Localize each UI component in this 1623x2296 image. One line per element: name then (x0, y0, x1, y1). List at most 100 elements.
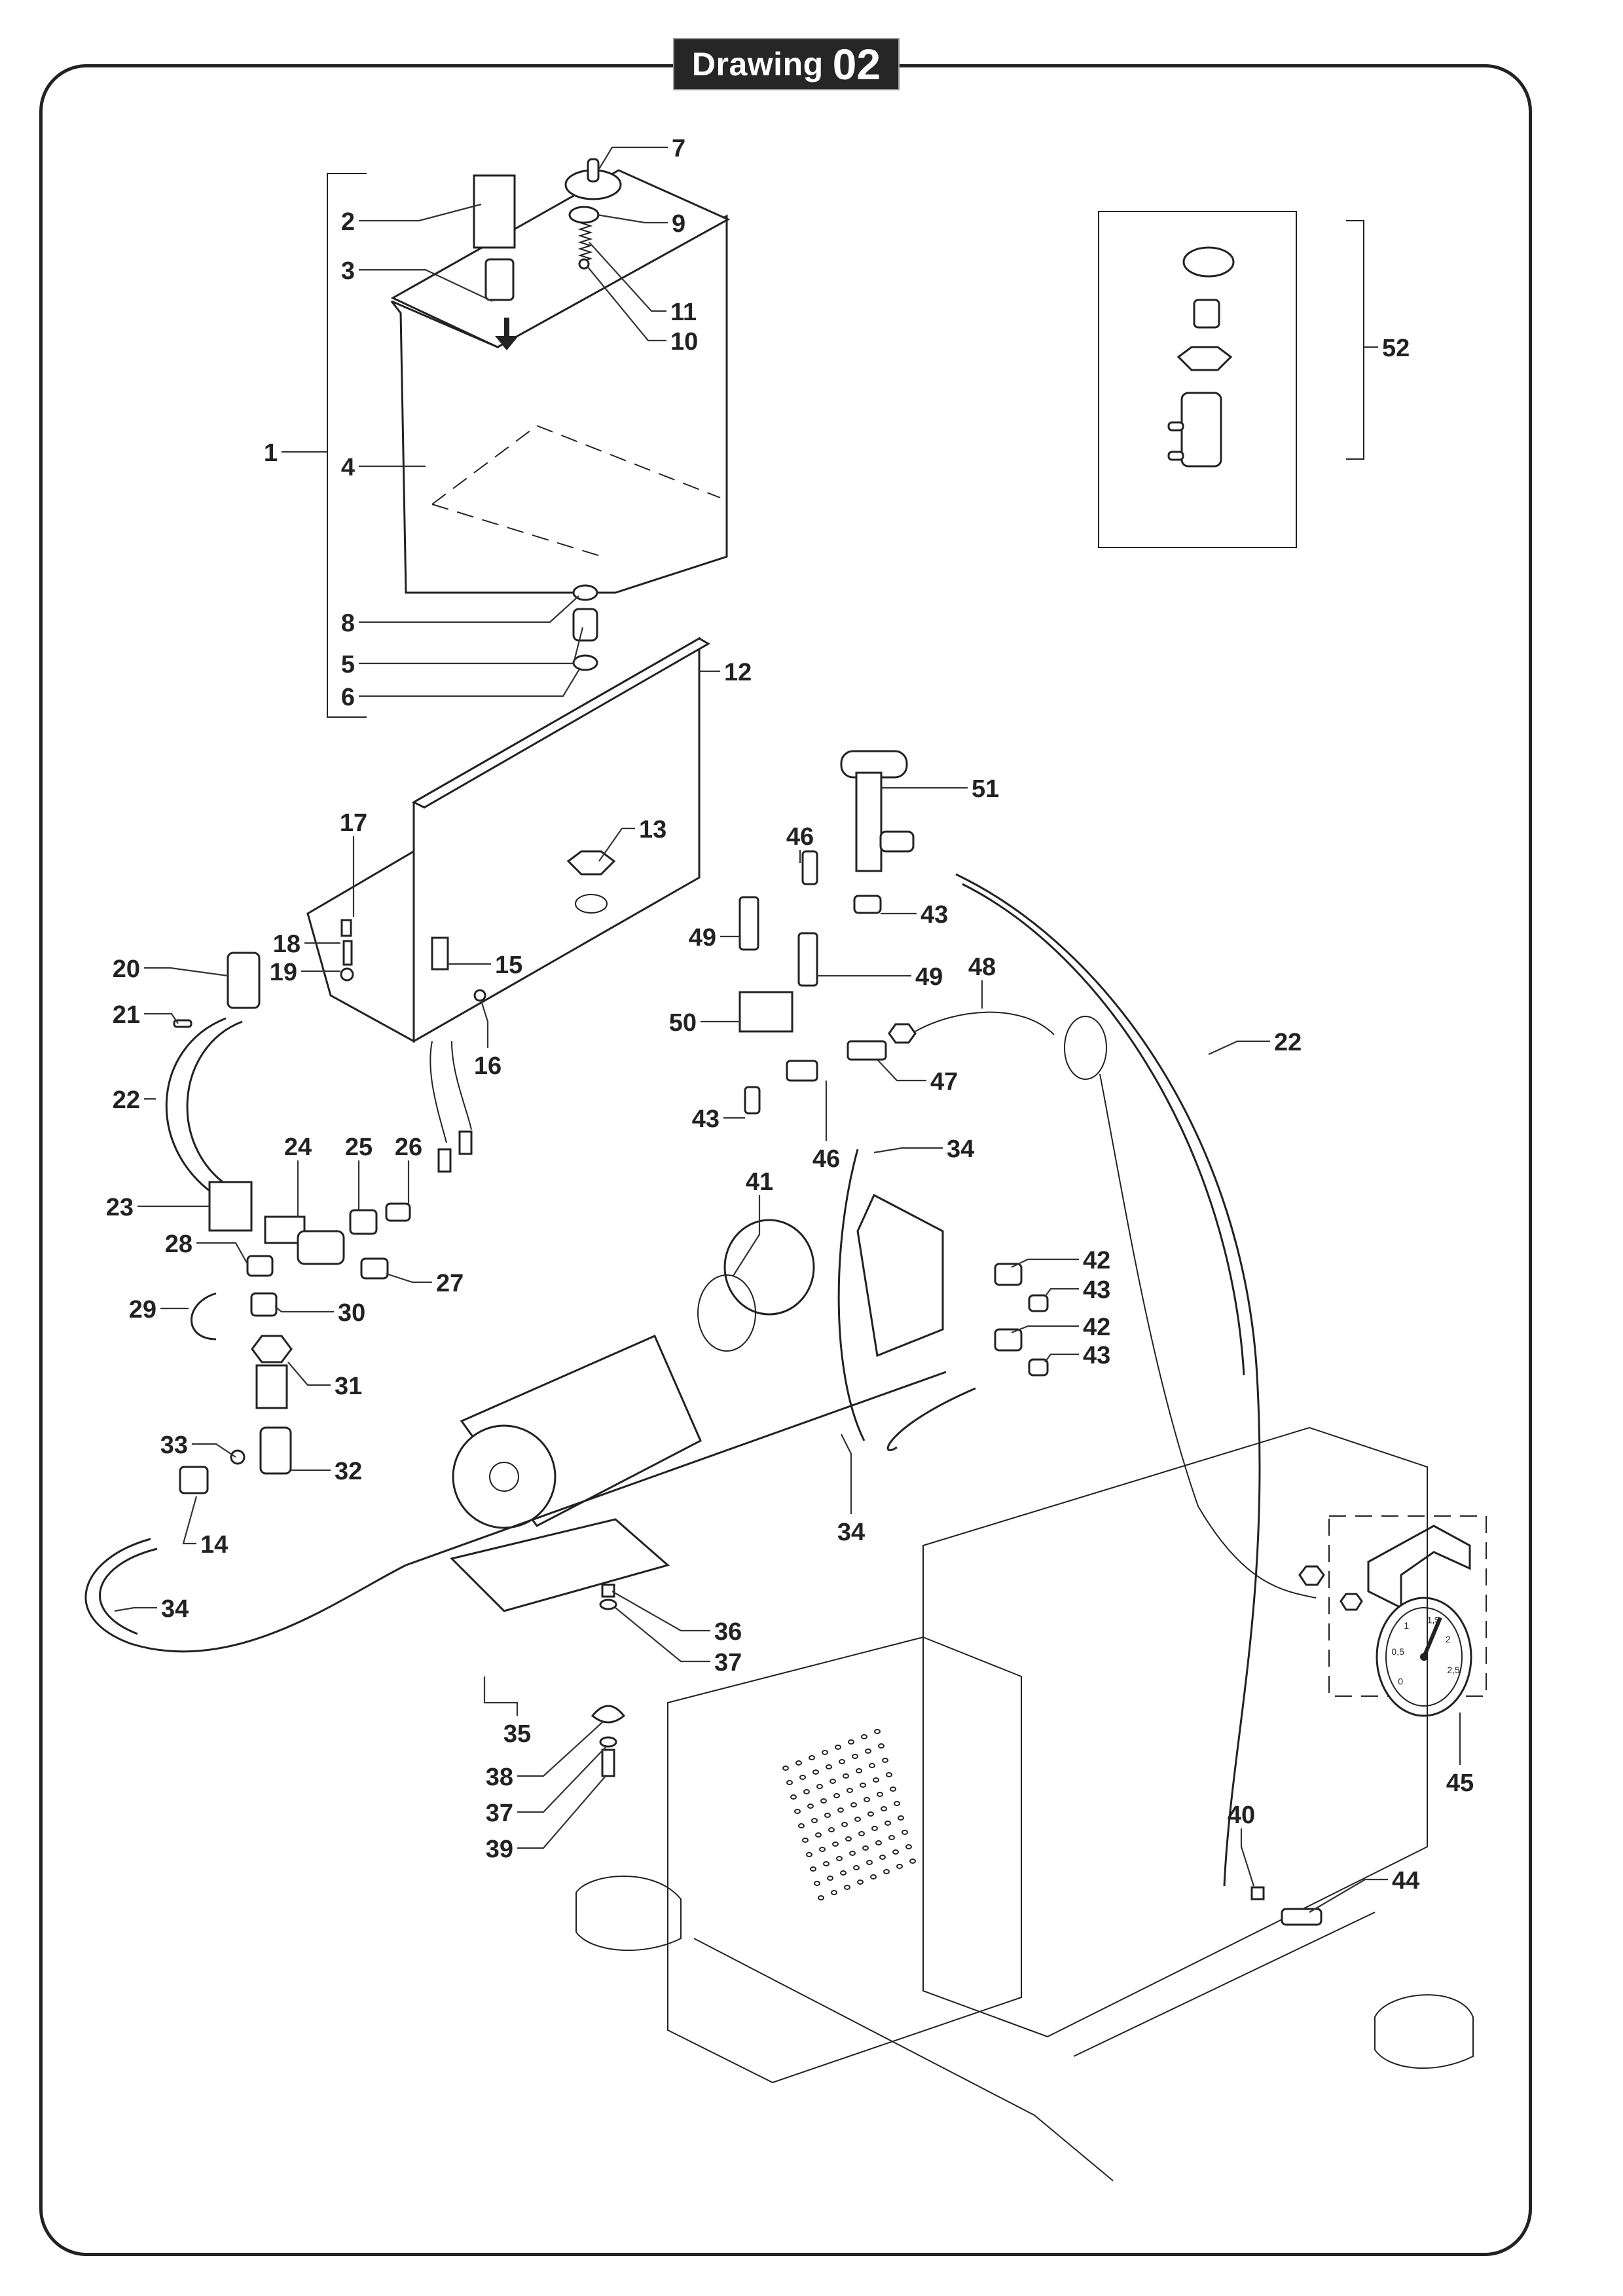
hose-part-34-left (84, 1538, 407, 1653)
locknut-part-31 (251, 1335, 293, 1363)
callout-43: 43 (881, 901, 948, 929)
inset-barb-lower (1167, 451, 1184, 461)
washer-part-19 (340, 967, 354, 982)
perforation-hole (877, 1792, 883, 1797)
gauge-nut (1298, 1565, 1325, 1586)
callout-51: 51 (881, 775, 999, 803)
gauge-scale-label: 2 (1446, 1634, 1451, 1644)
callout-12: 12 (699, 659, 752, 686)
callout-49: 49 (817, 963, 943, 991)
gauge-hub (1420, 1653, 1428, 1661)
leader-line (196, 1242, 248, 1265)
callout-number: 17 (340, 809, 367, 837)
perforation-hole (795, 1760, 802, 1766)
screw-part-18 (342, 940, 353, 966)
leader-line (359, 627, 584, 665)
perforation-hole (894, 1801, 900, 1806)
callout-21: 21 (113, 1001, 179, 1029)
valve-part-3 (484, 258, 515, 301)
callout-number: 18 (273, 931, 301, 958)
callout-number: 41 (746, 1168, 773, 1196)
perforation-hole (875, 1840, 882, 1845)
callout-50: 50 (669, 1009, 740, 1037)
o-ring-part-6 (572, 654, 598, 671)
perforation-hole (854, 1817, 861, 1822)
perforation-hole (847, 1788, 853, 1793)
callout-15: 15 (448, 952, 522, 979)
drawing-title-word: Drawing (691, 46, 824, 83)
inset-box (1098, 211, 1297, 548)
callout-number: 35 (503, 1720, 531, 1748)
u-tube-part-29 (191, 1292, 217, 1341)
leader-line (873, 1147, 943, 1154)
perforation-hole (864, 1797, 870, 1802)
callout-42: 42 (1011, 1247, 1110, 1274)
perforation-hole (841, 1822, 848, 1827)
leader-line (359, 268, 493, 302)
spring-part-11 (577, 222, 593, 263)
callout-number: 15 (495, 952, 522, 979)
callout-number: 20 (113, 955, 140, 983)
leader-line (182, 1496, 198, 1545)
perforation-hole (811, 1818, 818, 1823)
capillary-part-48 (915, 1011, 1055, 1035)
callout-36: 36 (611, 1591, 742, 1646)
capillary-coil (1064, 1016, 1107, 1080)
bracket-1 (327, 173, 367, 718)
nut-part-48 (888, 1023, 917, 1044)
callout-number: 36 (714, 1618, 742, 1646)
leader-line (483, 1676, 519, 1716)
callout-number: 46 (812, 1145, 840, 1173)
leader-line (517, 1747, 606, 1813)
leader-line (1044, 1353, 1079, 1363)
callout-26: 26 (395, 1134, 422, 1204)
elbow-part-43d (744, 1086, 761, 1115)
callout-34: 34 (873, 1136, 974, 1163)
gauge-scale-label: 0 (1398, 1676, 1403, 1686)
mount-part-38 (591, 1705, 626, 1724)
perforation-hole (866, 1860, 873, 1865)
callout-40: 40 (1228, 1802, 1255, 1887)
callout-number: 26 (395, 1134, 422, 1161)
perforation-hole (790, 1794, 797, 1800)
chassis-front-panel (667, 1636, 1022, 2084)
o-ring-part-9 (568, 206, 600, 224)
callout-10: 10 (587, 267, 698, 356)
perforation-hole (794, 1809, 801, 1814)
leader-line (1011, 1325, 1079, 1334)
perforation-hole (819, 1847, 826, 1852)
perforation-hole (826, 1764, 832, 1769)
leader-line (114, 1606, 157, 1612)
callout-layer: 1234567891011121314151617181920212222232… (106, 135, 1474, 1913)
callout-16: 16 (474, 1000, 501, 1080)
callout-number: 43 (921, 901, 948, 929)
callout-number: 10 (670, 328, 698, 356)
callout-number: 16 (474, 1052, 501, 1080)
callout-number: 39 (486, 1836, 513, 1863)
callout-number: 29 (129, 1296, 156, 1324)
gauge-bracket (1367, 1525, 1471, 1610)
perforation-hole (850, 1802, 857, 1807)
switch-wires (429, 1041, 472, 1143)
callout-5: 5 (341, 627, 584, 678)
callout-11: 11 (589, 242, 697, 326)
connector-b (458, 1130, 473, 1155)
perforation-hole (843, 1773, 849, 1779)
check-valve-part-49a (739, 896, 759, 951)
callout-43: 43 (1044, 1276, 1110, 1304)
leader-line (615, 1607, 710, 1663)
bracket-plate (306, 849, 415, 1043)
leader-line (274, 1306, 334, 1313)
callout-13: 13 (598, 816, 666, 862)
perforation-hole (862, 1845, 869, 1851)
outlet-part-51 (879, 830, 915, 853)
callout-number: 49 (915, 963, 943, 991)
elbow-part-32 (259, 1426, 292, 1475)
gauge-scale-label: 0,5 (1391, 1646, 1404, 1657)
callout-48: 48 (968, 954, 996, 1009)
connector-a (437, 1148, 452, 1173)
nipple-part-28 (246, 1255, 274, 1277)
gauge-scale-label: 1,5 (1427, 1615, 1440, 1625)
gauge-scale: 00,511,522,5 (1391, 1615, 1460, 1687)
callout-1: 1 (264, 439, 327, 467)
